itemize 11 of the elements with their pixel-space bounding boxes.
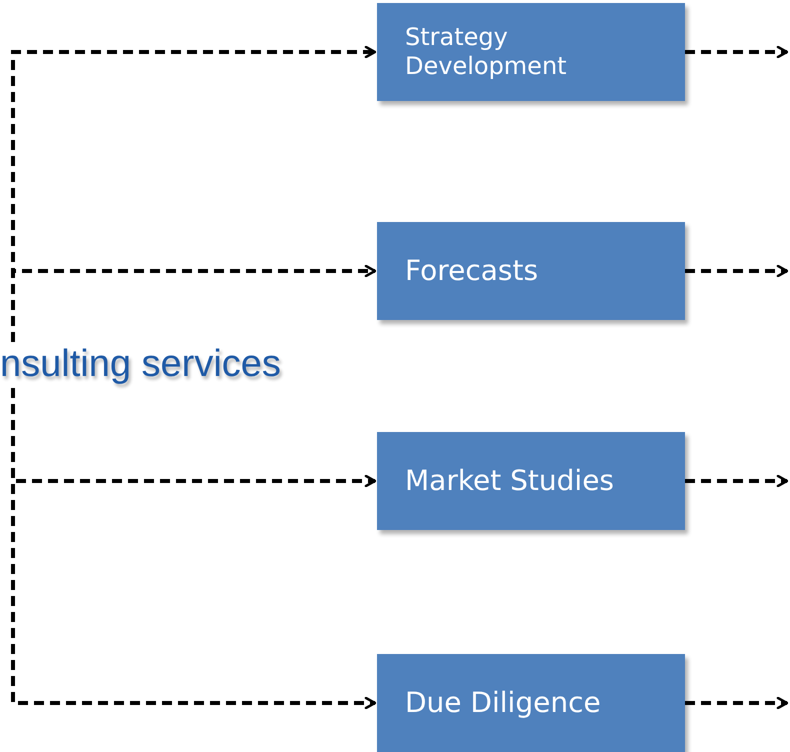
service-box: Market Studies <box>377 432 685 530</box>
dashed-arrow <box>685 264 788 278</box>
dashed-arrow <box>685 696 788 710</box>
service-box: Due Diligence <box>377 654 685 752</box>
dashed-arrow <box>11 264 376 342</box>
dashed-arrow <box>685 46 788 58</box>
service-box: Strategy Development <box>377 3 685 101</box>
dashed-arrow <box>11 388 376 710</box>
dashed-arrow <box>685 474 788 488</box>
service-box: Forecasts <box>377 222 685 320</box>
section-heading: nsulting services <box>0 342 281 388</box>
